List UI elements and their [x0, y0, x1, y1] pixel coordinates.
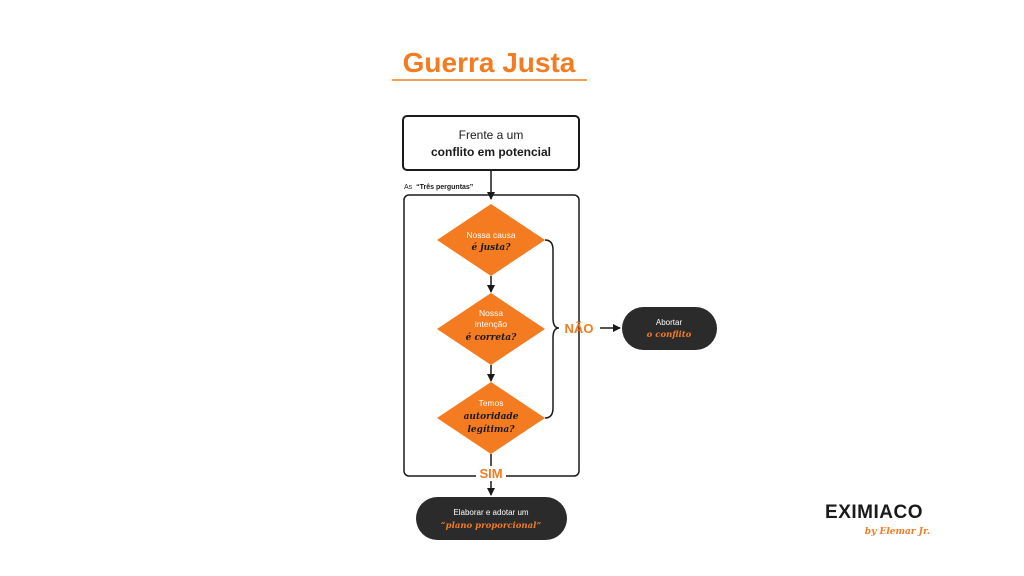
start-line2: conflito em potencial [431, 145, 551, 159]
start-box [402, 115, 580, 171]
page-title: Guerra Justa [403, 47, 576, 78]
question-2-line2: intenção [475, 319, 507, 329]
result-terminal [416, 497, 567, 540]
question-diamond-2 [437, 293, 545, 365]
question-1-line2: é justa? [472, 242, 512, 253]
question-3-line3: legítima? [467, 424, 515, 435]
no-brace [544, 239, 560, 419]
question-3-line1: Temos [478, 398, 503, 408]
logo-tagline: by Elemar Jr. [865, 527, 930, 537]
result-line1: Elaborar e adotar um [453, 508, 528, 517]
question-2-line1: Nossa [479, 308, 503, 318]
abort-terminal [622, 307, 717, 350]
yes-label: SIM [479, 466, 502, 481]
question-1-line1: Nossa causa [466, 230, 515, 240]
abort-line1: Abortar [656, 318, 683, 327]
result-line2: “plano proporcional” [441, 521, 542, 531]
yes-label-bg [476, 465, 506, 481]
question-diamond-3 [437, 382, 545, 454]
start-line1: Frente a um [459, 128, 524, 142]
question-diamond-1 [437, 204, 545, 276]
group-label-text: “Três perguntas” [416, 184, 473, 191]
group-label-prefix: As [404, 184, 413, 191]
question-3-line2: autoridade [464, 412, 519, 422]
logo-brand: EXIMIACO [825, 502, 923, 523]
no-label: NÃO [565, 321, 594, 336]
eximiaco-logo: EXIMIACO by Elemar Jr. [825, 502, 930, 537]
abort-line2: o conflito [647, 330, 692, 340]
question-2-line3: é correta? [466, 332, 518, 343]
group-label: As “Três perguntas” [404, 184, 473, 191]
